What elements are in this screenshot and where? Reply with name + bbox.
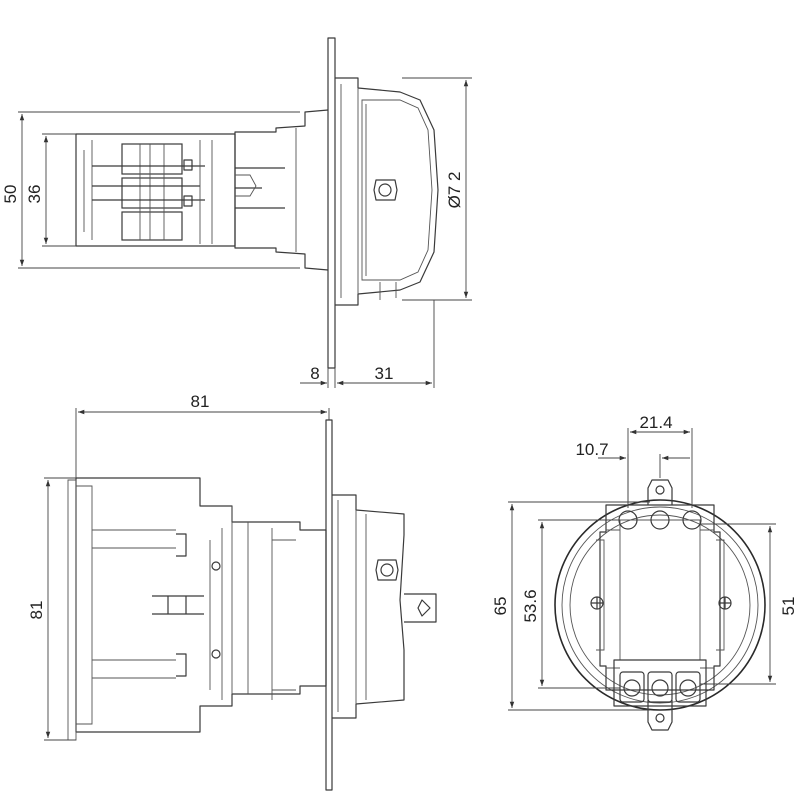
dim-height-outer: 50	[1, 111, 300, 269]
label-front-height-inner: 53.6	[521, 589, 540, 622]
label-front-diameter: 51	[779, 597, 798, 616]
flange-plate	[327, 37, 336, 369]
front-cap-bottom	[332, 494, 405, 719]
screw-left	[590, 596, 604, 610]
front-cap	[335, 77, 439, 306]
label-flange-thickness: 8	[310, 364, 319, 383]
label-height-outer: 50	[1, 185, 20, 204]
outer-ring	[554, 499, 766, 711]
label-overall-length: 81	[191, 392, 210, 411]
label-height-inner: 36	[25, 185, 44, 204]
screw-right	[718, 596, 732, 610]
label-diameter: Ø7 2	[445, 172, 464, 209]
dim-diameter: Ø7 2	[402, 77, 472, 301]
rear-body	[234, 109, 329, 271]
dim-front-height-inner: 53.6	[521, 519, 620, 689]
dim-overall-length: 81	[75, 392, 330, 478]
side-view-top	[75, 37, 439, 369]
dim-overall-height: 81	[27, 477, 76, 741]
rear-body-bottom	[75, 477, 327, 733]
dim-front-diameter: 51	[700, 523, 798, 685]
front-view	[554, 479, 766, 731]
dim-height-inner: 36	[25, 133, 76, 247]
dim-pitch-double: 21.4	[627, 413, 693, 508]
label-front-height-outer: 65	[491, 597, 510, 616]
label-pitch-double: 21.4	[639, 413, 672, 432]
flange-plate-bottom	[325, 419, 333, 791]
side-view-bottom	[67, 419, 437, 791]
dim-front-height-outer: 65	[491, 501, 650, 711]
label-overall-height: 81	[27, 601, 46, 620]
dim-pitch-single: 10.7	[575, 440, 690, 508]
label-pitch-single: 10.7	[575, 440, 608, 459]
dim-depth: 8 31	[300, 300, 435, 388]
terminal-blocks	[92, 140, 213, 244]
label-depth: 31	[375, 364, 394, 383]
